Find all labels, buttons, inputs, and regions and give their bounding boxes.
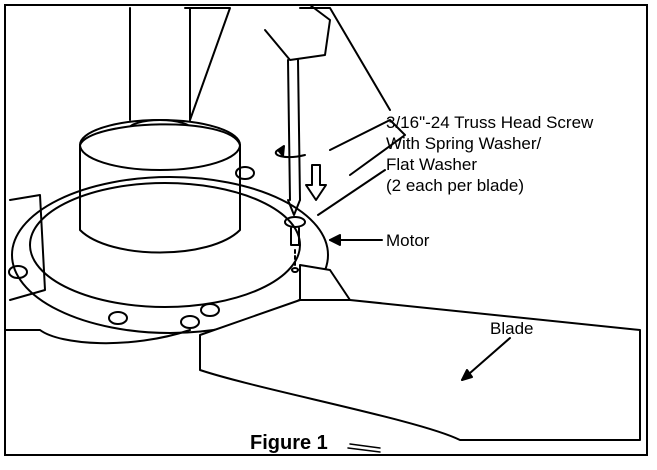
motor-housing — [79, 123, 241, 254]
screwdriver-handle — [264, 4, 331, 61]
washer — [284, 216, 306, 228]
motor-ring-outer — [11, 176, 329, 334]
blade-edge-marks — [347, 443, 381, 453]
blade-label: Blade — [490, 319, 534, 338]
screw-label-line4: (2 each per blade) — [386, 176, 524, 195]
rotation-arrowhead — [277, 145, 285, 157]
bracket-line — [184, 7, 231, 121]
figure-border — [4, 4, 648, 456]
screw-label-line3: Flat Washer — [386, 155, 478, 174]
figure-caption: Figure 1 — [250, 432, 328, 454]
motor-screw-head — [8, 265, 28, 279]
insert-arrow — [305, 164, 327, 201]
motor-label: Motor — [386, 231, 430, 250]
bracket-line — [299, 7, 391, 111]
motor-leader-arrowhead — [329, 234, 341, 246]
motor-screw-head — [180, 315, 200, 329]
screw-label-line2: With Spring Washer/ — [386, 134, 542, 153]
motor-screw-head — [108, 311, 128, 325]
motor-screw-head — [200, 303, 220, 317]
right-blade — [199, 264, 641, 441]
lower-blade-edge — [4, 329, 191, 345]
motor-screw-head — [235, 166, 255, 180]
blade-leader-arrowhead — [461, 369, 473, 381]
bracket-piece — [329, 119, 406, 176]
screwdriver-shaft — [287, 59, 301, 201]
screw — [290, 227, 300, 246]
rotation-arrow — [275, 149, 306, 159]
screw-label-line1: 3/16ʺ-24 Truss Head Screw — [386, 113, 594, 132]
screw-hole — [291, 267, 299, 273]
screwdriver-tip — [287, 199, 301, 216]
left-blade — [9, 194, 46, 301]
screw-leader-line — [317, 169, 386, 216]
downrod — [129, 7, 191, 121]
motor-housing-top — [79, 119, 241, 171]
